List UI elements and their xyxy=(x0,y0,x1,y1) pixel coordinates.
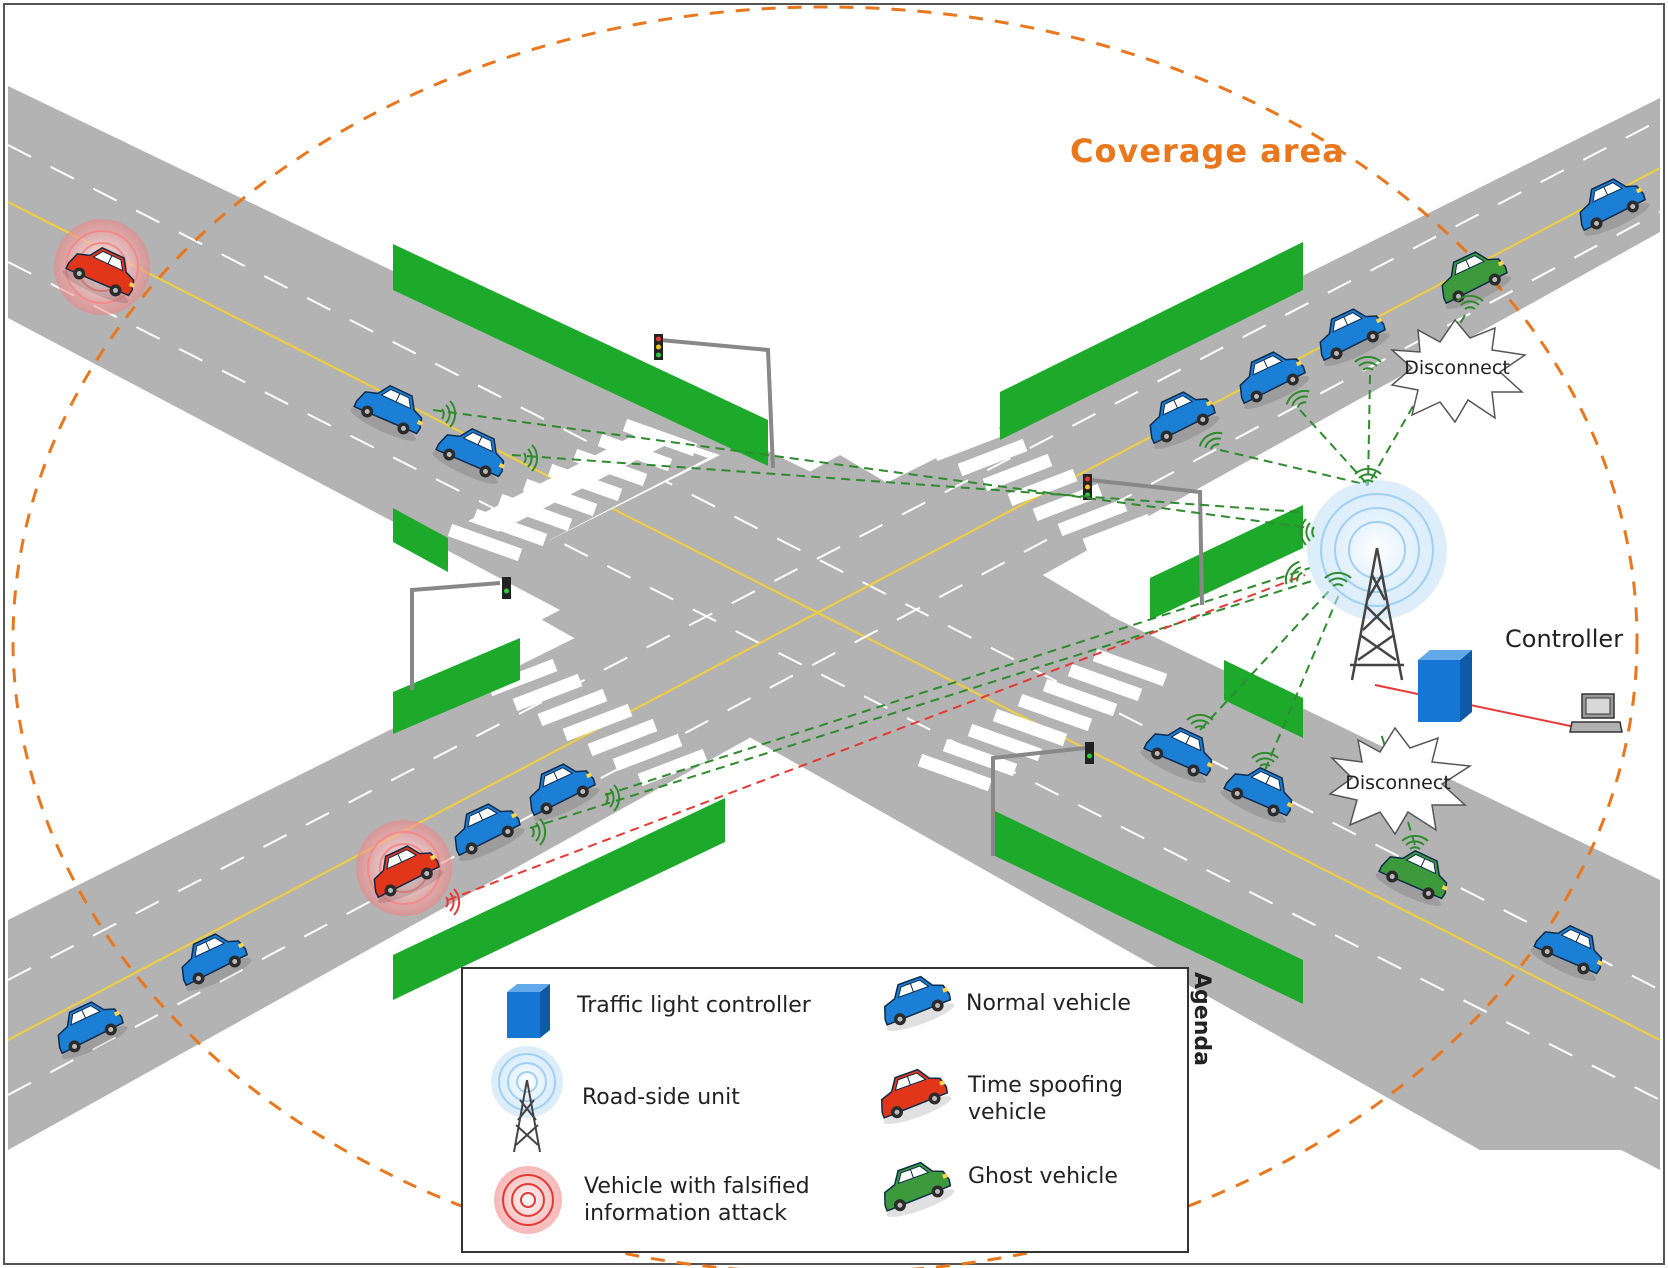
legend-item-road-side-unit: Road-side unit xyxy=(491,1046,740,1153)
legend-label: vehicle xyxy=(968,1100,1046,1125)
attack-link xyxy=(447,574,1306,901)
legend-label: Vehicle with falsified xyxy=(584,1174,810,1199)
legend-box xyxy=(461,967,1189,1253)
traffic-lights xyxy=(410,334,1204,856)
legend-item-falsified-information: Vehicle with falsified information attac… xyxy=(494,1166,810,1234)
sidewalk-se xyxy=(993,810,1303,1004)
legend-label: Normal vehicle xyxy=(966,991,1131,1016)
disconnect-burst-top: Disconnect xyxy=(1389,318,1528,424)
lane-yellow-a xyxy=(7,201,1661,1041)
disconnect-burst-bottom: Disconnect xyxy=(1328,726,1473,836)
legend-label: Time spoofing xyxy=(967,1073,1123,1098)
traffic-light-controller-icon xyxy=(507,984,550,1038)
disconnect-label-top: Disconnect xyxy=(1404,357,1510,379)
controller-link xyxy=(1374,684,1576,728)
rsu-tower-icon xyxy=(1350,547,1404,681)
falsified-information-attack-icon xyxy=(494,1166,562,1234)
sidewalk-sw xyxy=(393,798,725,1000)
legend-title: Agenda xyxy=(1189,972,1214,1066)
sidewalks xyxy=(393,242,1303,1004)
traffic-light-south xyxy=(991,742,1094,856)
legend-label: Road-side unit xyxy=(582,1085,740,1110)
traffic-light-controller xyxy=(1418,650,1472,722)
legend: Agenda Traffic light controller xyxy=(461,967,1214,1253)
sidewalk-se-short xyxy=(1224,660,1303,738)
legend-item-ghost-vehicle: Ghost vehicle xyxy=(872,1154,1118,1223)
traffic-light-west xyxy=(410,577,511,690)
disconnect-label-bottom: Disconnect xyxy=(1345,772,1451,794)
sidewalk-nw-short xyxy=(393,508,448,572)
legend-item-traffic-light-controller: Traffic light controller xyxy=(507,984,812,1038)
signal-icons xyxy=(441,294,1484,916)
zebra-sw xyxy=(487,658,708,787)
roads xyxy=(7,86,1661,1170)
lane-yellow-b xyxy=(7,167,1661,1041)
legend-label: information attack xyxy=(584,1201,787,1226)
traffic-light-north xyxy=(654,334,775,469)
legend-item-normal-vehicle: Normal vehicle xyxy=(872,968,1131,1037)
attack-signal-icon xyxy=(445,888,461,916)
controller-computer-icon xyxy=(1569,693,1623,733)
zebra-se xyxy=(917,648,1168,792)
sidewalk-sw-short xyxy=(393,638,520,734)
zebra-nw xyxy=(447,418,698,562)
sidewalk-ne xyxy=(1000,242,1303,440)
sidewalk-nw xyxy=(393,244,768,466)
sidewalk-ne-short xyxy=(1150,505,1303,620)
coverage-area-boundary xyxy=(11,5,1639,1268)
legend-label: Ghost vehicle xyxy=(968,1164,1118,1189)
coverage-area-label: Coverage area xyxy=(1070,132,1345,170)
controller-label: Controller xyxy=(1505,625,1623,653)
traffic-light-east xyxy=(1083,474,1204,606)
road-side-unit-icon xyxy=(491,1046,563,1153)
legend-item-time-spoofing-vehicle: Time spoofing vehicle xyxy=(869,1061,1123,1130)
intersection-center xyxy=(560,455,1110,770)
legend-label: Traffic light controller xyxy=(576,993,812,1018)
